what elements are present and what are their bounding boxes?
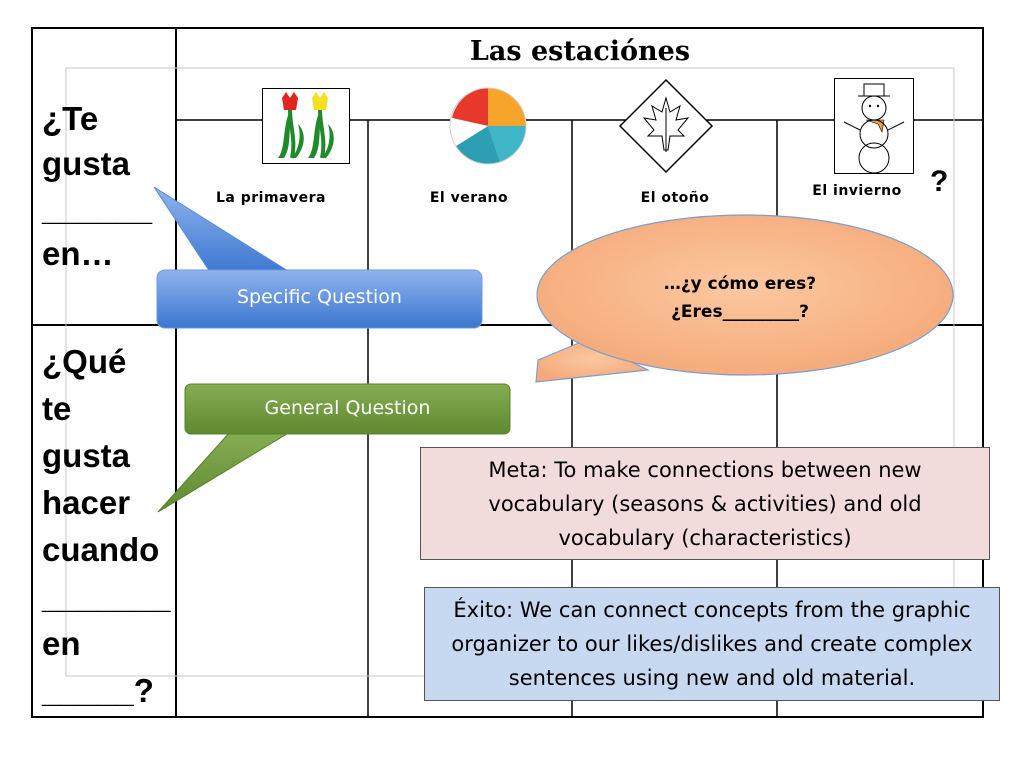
question-line: en xyxy=(42,625,81,662)
general-question-callout xyxy=(157,383,511,513)
question-line: ¿Qué xyxy=(42,343,127,380)
question-line: ¿Te xyxy=(42,100,99,137)
season-label-verano: El verano xyxy=(429,190,509,206)
question-line: te xyxy=(42,390,72,427)
tulips-icon xyxy=(262,88,350,164)
speech-bubble xyxy=(535,214,954,383)
question-line: _____? xyxy=(42,672,154,709)
specific-question-callout xyxy=(153,186,483,329)
bubble-line: …¿y cómo eres? xyxy=(663,274,817,294)
page-title: Las estaciónes xyxy=(469,36,691,67)
season-label-primavera: La primavera xyxy=(216,190,326,206)
exito-box: Éxito: We can connect concepts from the … xyxy=(424,587,1000,701)
question-line: gusta xyxy=(42,437,131,474)
question-que-te-gusta: ¿Qué te gusta hacer cuando _______ en __… xyxy=(42,338,170,714)
snowman-icon xyxy=(834,78,914,174)
question-line: hacer xyxy=(42,484,131,521)
beach-ball-icon xyxy=(449,87,527,165)
specific-question-label: Specific Question xyxy=(237,286,402,308)
question-line: ______ xyxy=(42,190,153,227)
question-line: cuando xyxy=(42,531,160,568)
question-line: gusta xyxy=(42,145,131,182)
meta-box: Meta: To make connections between new vo… xyxy=(420,447,990,560)
question-line: _______ xyxy=(42,578,171,615)
maple-leaf-icon xyxy=(618,78,714,174)
general-question-label: General Question xyxy=(264,397,431,419)
question-line: en… xyxy=(42,235,114,272)
question-mark: ? xyxy=(930,165,949,198)
bubble-line: ¿Eres_________? xyxy=(671,302,809,322)
season-label-invierno: El invierno xyxy=(812,183,902,199)
question-te-gusta: ¿Te gusta ______ en… xyxy=(42,96,152,276)
season-label-otono: El otoño xyxy=(640,190,710,206)
bubble-text: …¿y cómo eres? ¿Eres_________? xyxy=(590,270,890,326)
